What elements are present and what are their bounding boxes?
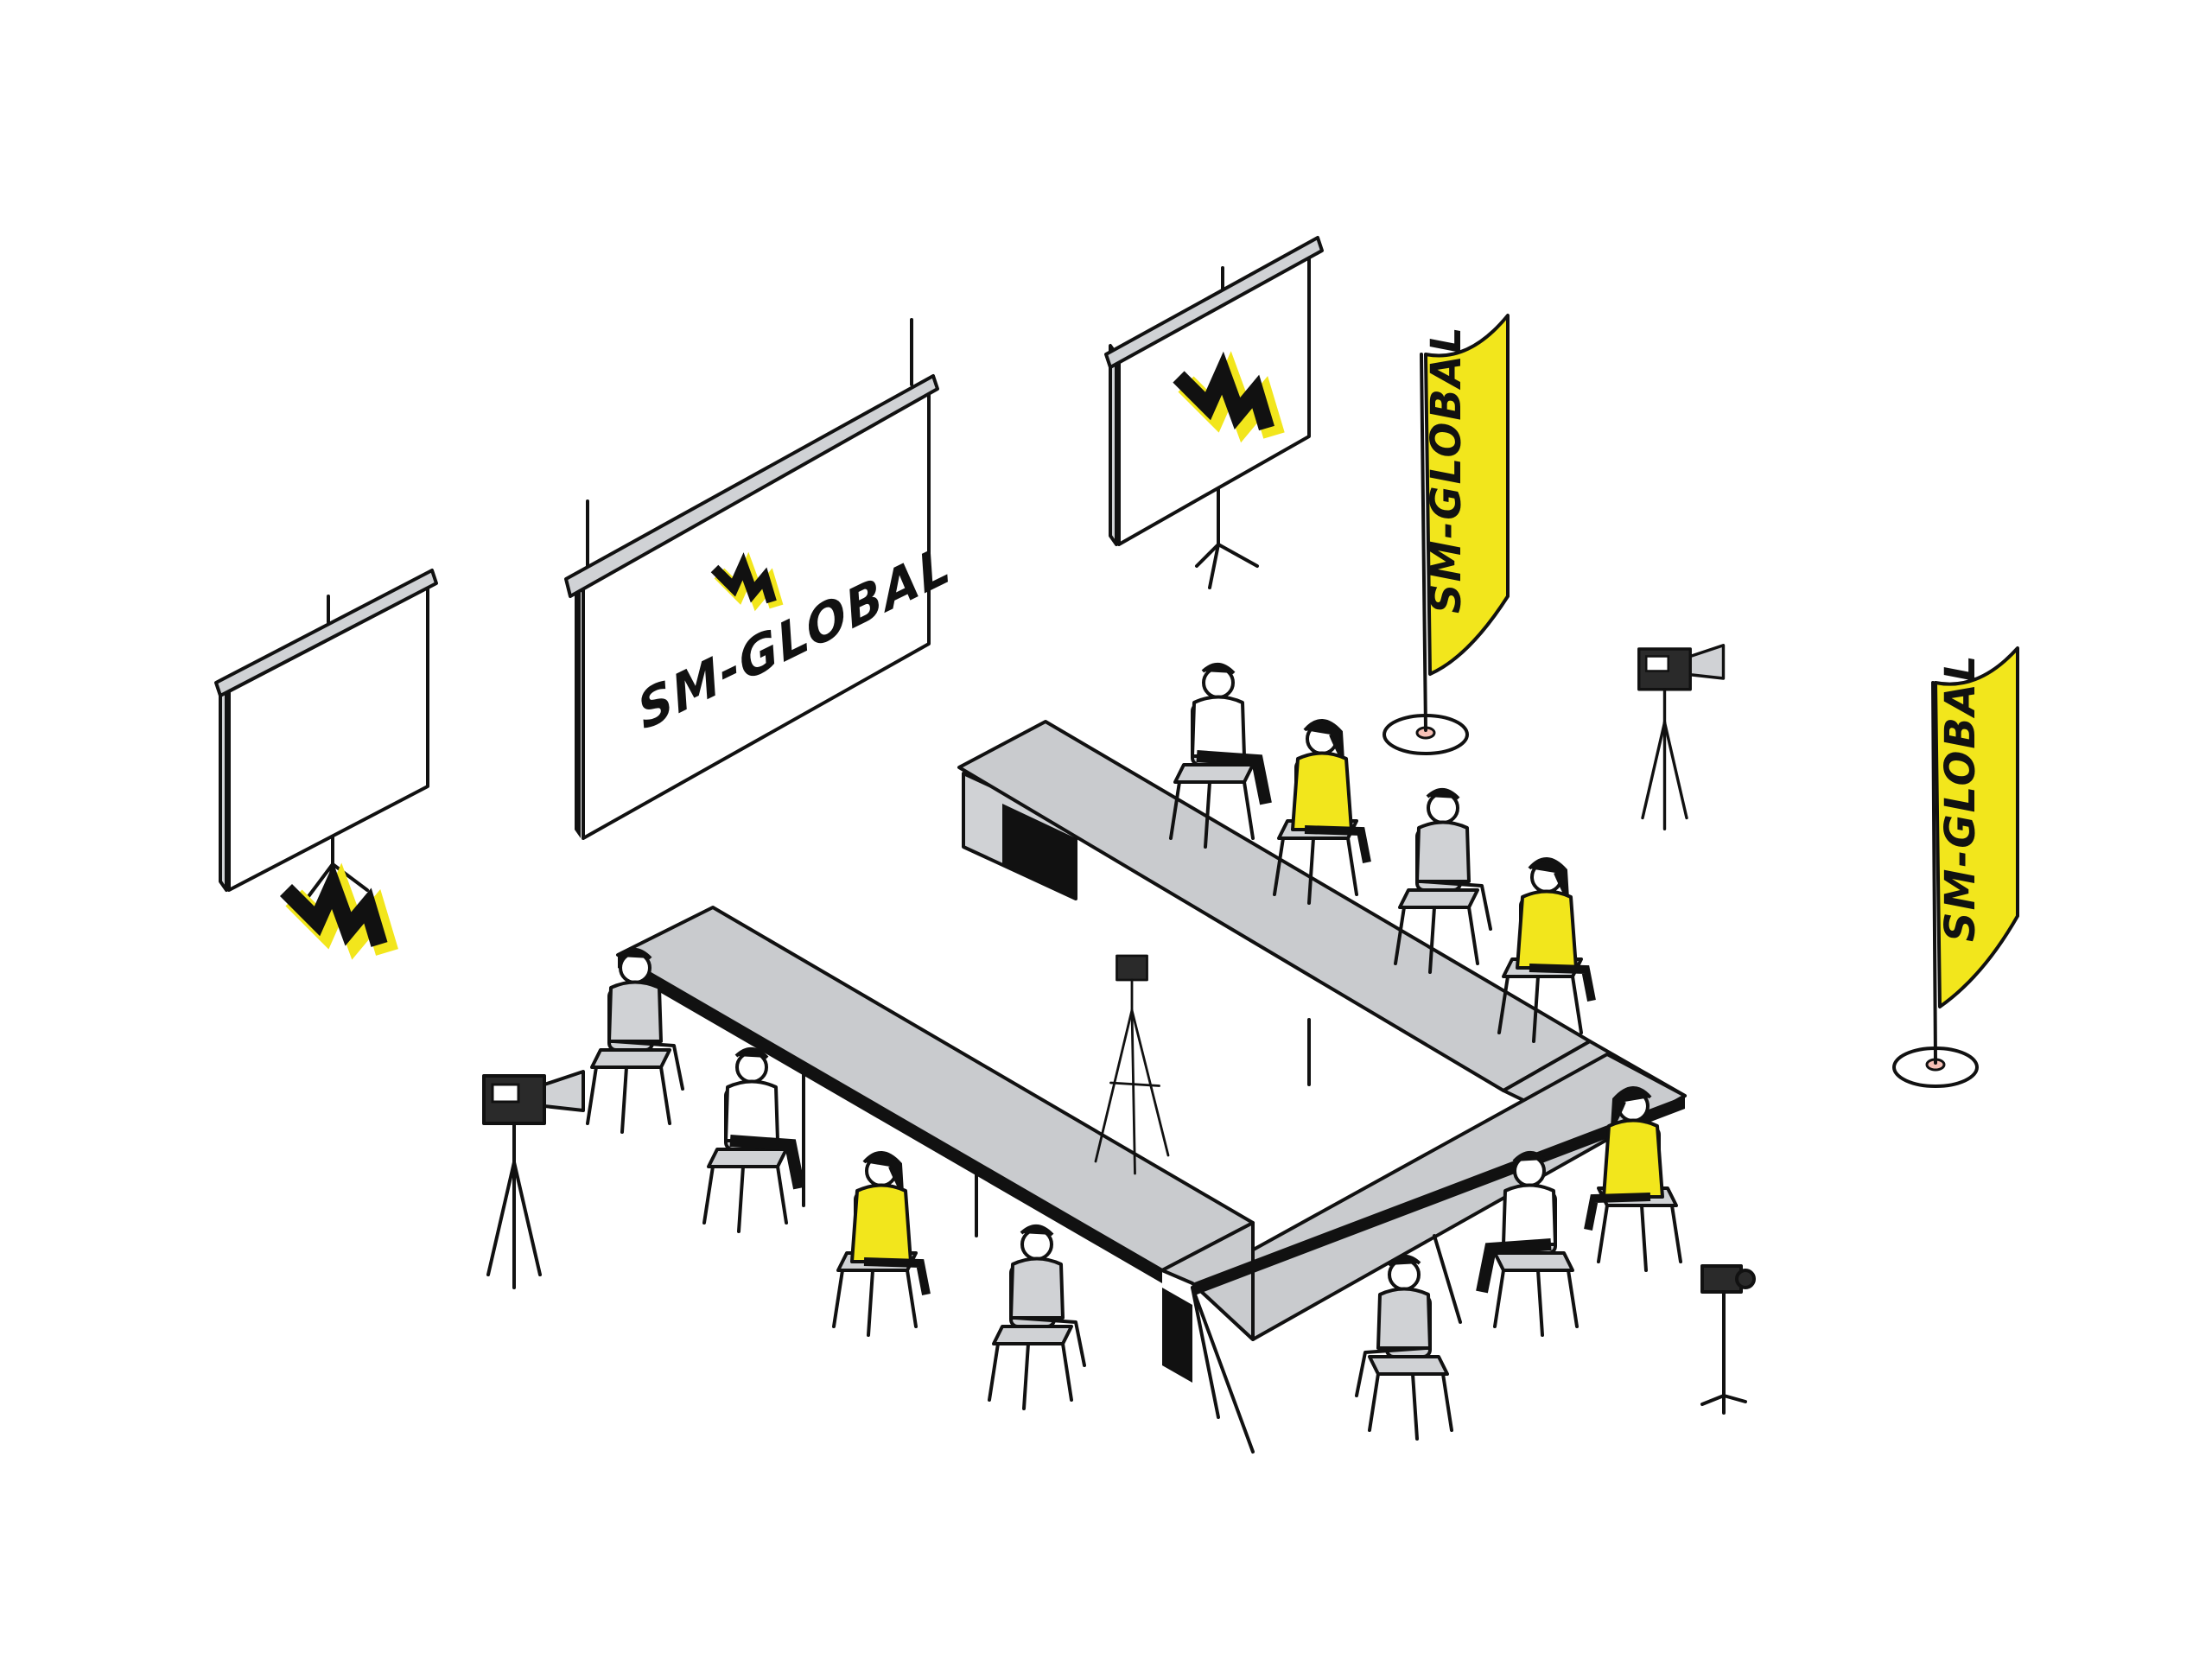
person-icon [852, 1153, 926, 1295]
person-icon [1293, 721, 1367, 862]
u-shaped-table [616, 720, 1687, 1454]
flag-front-brand-text: SM-GLOBAL [1936, 653, 1985, 942]
seat-left-4 [988, 1224, 1086, 1410]
flag-back-brand-text: SM-GLOBAL [1422, 325, 1471, 614]
photo-camera-front [1700, 1264, 1756, 1415]
seat-left-3 [832, 1153, 926, 1337]
seat-left-2 [702, 1049, 799, 1233]
video-camera-left [482, 1070, 585, 1289]
video-camera-icon [482, 1070, 585, 1289]
video-camera-icon [1637, 644, 1726, 830]
logo-mark-icon [286, 887, 387, 953]
flag-back: SM-GLOBAL [1382, 314, 1510, 755]
seat-front-3 [1355, 1254, 1453, 1441]
flag-front: SM-GLOBAL [1892, 646, 2019, 1088]
projector-screen-center: SM-GLOBAL [564, 318, 957, 840]
projector-screen-left [214, 569, 438, 953]
projector-screen-right [1104, 236, 1324, 589]
video-camera-icon [1094, 954, 1170, 1175]
person-icon [1517, 859, 1592, 1001]
photo-camera-icon [1700, 1264, 1756, 1415]
video-camera-back [1637, 644, 1726, 830]
